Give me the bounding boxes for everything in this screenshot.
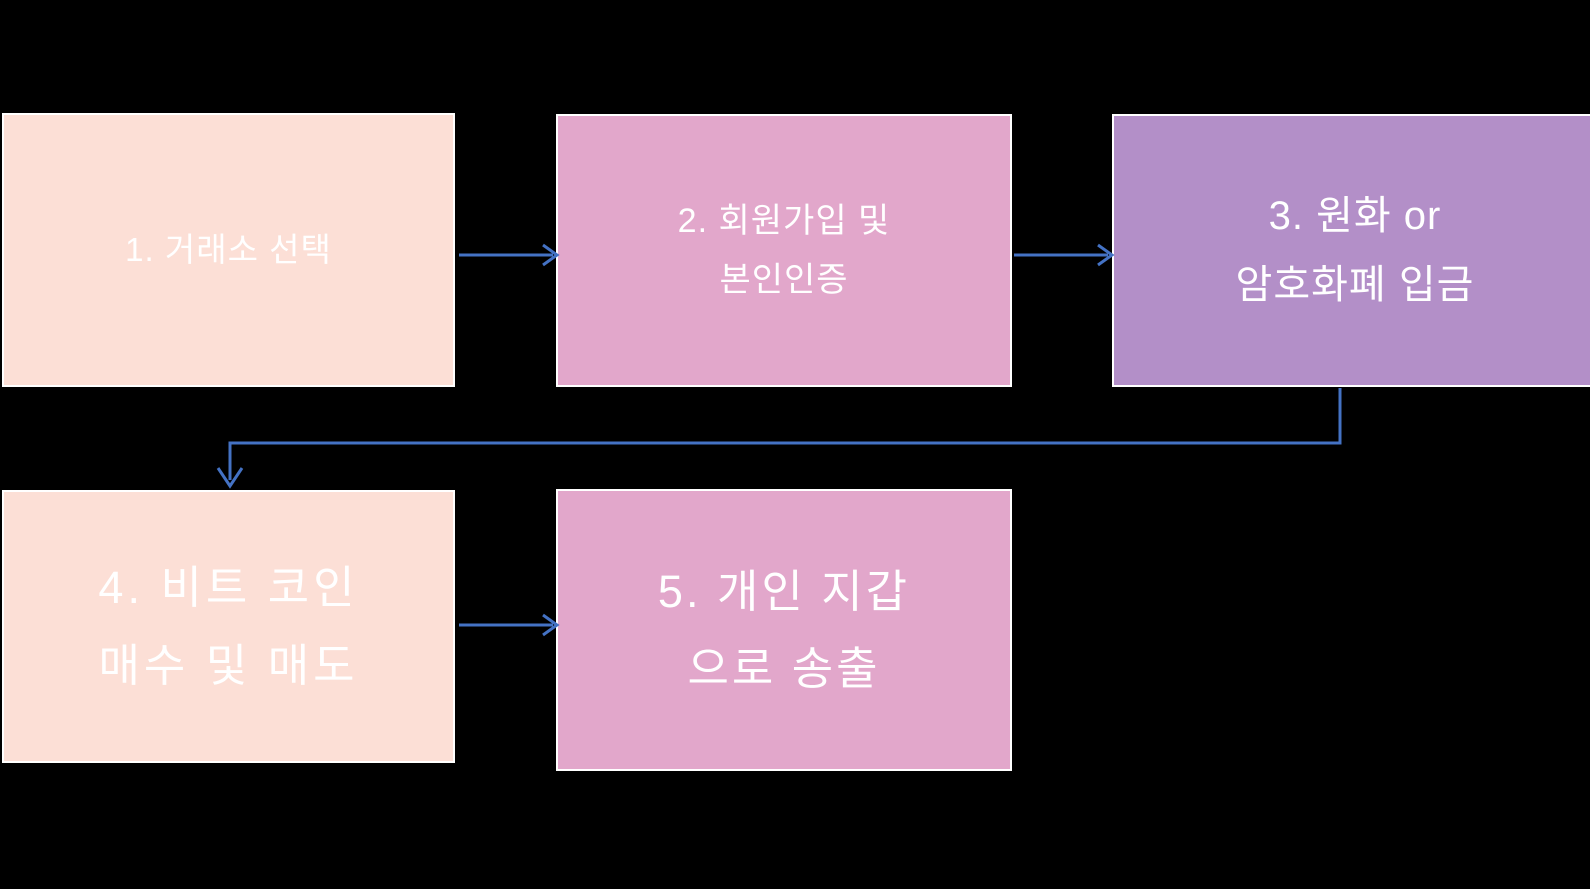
flow-node-2-line-1: 2. 회원가입 및 — [677, 202, 891, 241]
arrow-right-icon — [542, 613, 560, 637]
flow-node-5-line-2: 으로 송출 — [687, 643, 881, 694]
flow-node-4[interactable]: 4. 비트 코인 매수 및 매도 — [2, 490, 455, 763]
flow-node-3-line-2: 암호화폐 입금 — [1235, 262, 1475, 307]
flow-node-3-line-1: 3. 원화 or — [1268, 193, 1442, 238]
connector-node4-to-node5 — [459, 613, 560, 637]
arrow-right-icon — [542, 243, 560, 267]
flow-node-3[interactable]: 3. 원화 or 암호화폐 입금 — [1112, 114, 1590, 387]
flow-node-2[interactable]: 2. 회원가입 및 본인인증 — [556, 114, 1012, 387]
arrow-down-icon — [216, 467, 244, 489]
flow-node-1-line-1: 1. 거래소 선택 — [125, 230, 332, 268]
arrow-right-icon — [1097, 243, 1115, 267]
connector-node2-to-node3 — [1014, 243, 1115, 267]
flow-node-4-line-1: 4. 비트 코인 — [98, 562, 359, 614]
flow-node-5[interactable]: 5. 개인 지갑 으로 송출 — [556, 489, 1012, 771]
flow-node-5-line-1: 5. 개인 지갑 — [657, 565, 911, 617]
connector-node3-to-node4 — [216, 388, 1342, 489]
flow-node-2-line-2: 본인인증 — [719, 260, 849, 299]
flow-node-1[interactable]: 1. 거래소 선택 — [2, 113, 455, 387]
flow-node-4-line-2: 매수 및 매도 — [98, 639, 359, 691]
connector-node1-to-node2 — [459, 243, 560, 267]
